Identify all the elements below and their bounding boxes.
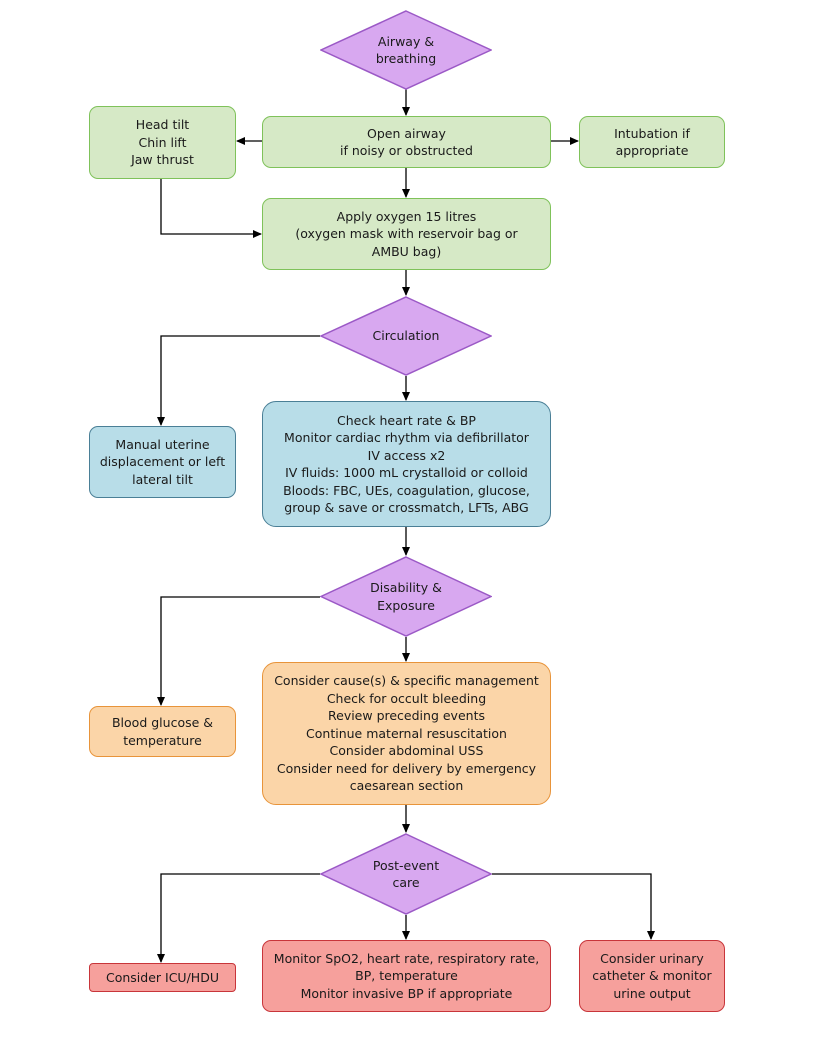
disability-actions-text: Consider cause(s) & specific management … (274, 673, 539, 794)
diamond-shape (320, 833, 492, 915)
blood-glucose-box: Blood glucose & temperature (89, 706, 236, 757)
uterine-displacement-box: Manual uterine displacement or left late… (89, 426, 236, 498)
monitor-vitals-text: Monitor SpO2, heart rate, respiratory ra… (273, 950, 540, 1001)
uterine-displacement-text: Manual uterine displacement or left late… (99, 436, 226, 487)
blood-glucose-text: Blood glucose & temperature (111, 715, 214, 748)
circulation-actions-box: Check heart rate & BP Monitor cardiac rh… (262, 401, 551, 527)
diamond-shape (320, 10, 492, 90)
disability-actions-box: Consider cause(s) & specific management … (262, 662, 551, 805)
post-event-care-decision: Post-event care (320, 833, 492, 915)
arrow-disability-to-glucose (157, 596, 320, 706)
arrow-circulation-to-uterine (157, 335, 320, 426)
arrow-manoeuvres-to-oxygen (160, 179, 262, 238)
circulation-actions-text: Check heart rate & BP Monitor cardiac rh… (283, 412, 530, 516)
arrow-post-to-icu (157, 873, 320, 963)
disability-exposure-decision: Disability & Exposure (320, 556, 492, 637)
diamond-shape (320, 556, 492, 637)
arrow-post-to-urinary (492, 873, 655, 940)
airway-breathing-decision: Airway & breathing (320, 10, 492, 90)
apply-oxygen-text: Apply oxygen 15 litres (oxygen mask with… (295, 208, 518, 259)
disability-exposure-label: Disability & Exposure (370, 580, 442, 613)
open-airway-box: Open airway if noisy or obstructed (262, 116, 551, 168)
airway-manoeuvres-text: Head tilt Chin lift Jaw thrust (131, 117, 194, 168)
airway-manoeuvres-box: Head tilt Chin lift Jaw thrust (89, 106, 236, 179)
circulation-decision: Circulation (320, 296, 492, 376)
urinary-catheter-text: Consider urinary catheter & monitor urin… (592, 950, 712, 1001)
icu-hdu-text: Consider ICU/HDU (106, 969, 219, 985)
icu-hdu-box: Consider ICU/HDU (89, 963, 236, 992)
monitor-vitals-box: Monitor SpO2, heart rate, respiratory ra… (262, 940, 551, 1012)
airway-breathing-label: Airway & breathing (375, 33, 437, 67)
intubation-box: Intubation if appropriate (579, 116, 725, 168)
diamond-shape (320, 296, 492, 376)
urinary-catheter-box: Consider urinary catheter & monitor urin… (579, 940, 725, 1012)
post-event-care-label: Post-event care (372, 857, 440, 891)
intubation-text: Intubation if appropriate (614, 125, 690, 159)
open-airway-text: Open airway if noisy or obstructed (340, 125, 473, 159)
circulation-label: Circulation (372, 328, 440, 344)
apply-oxygen-box: Apply oxygen 15 litres (oxygen mask with… (262, 198, 551, 270)
